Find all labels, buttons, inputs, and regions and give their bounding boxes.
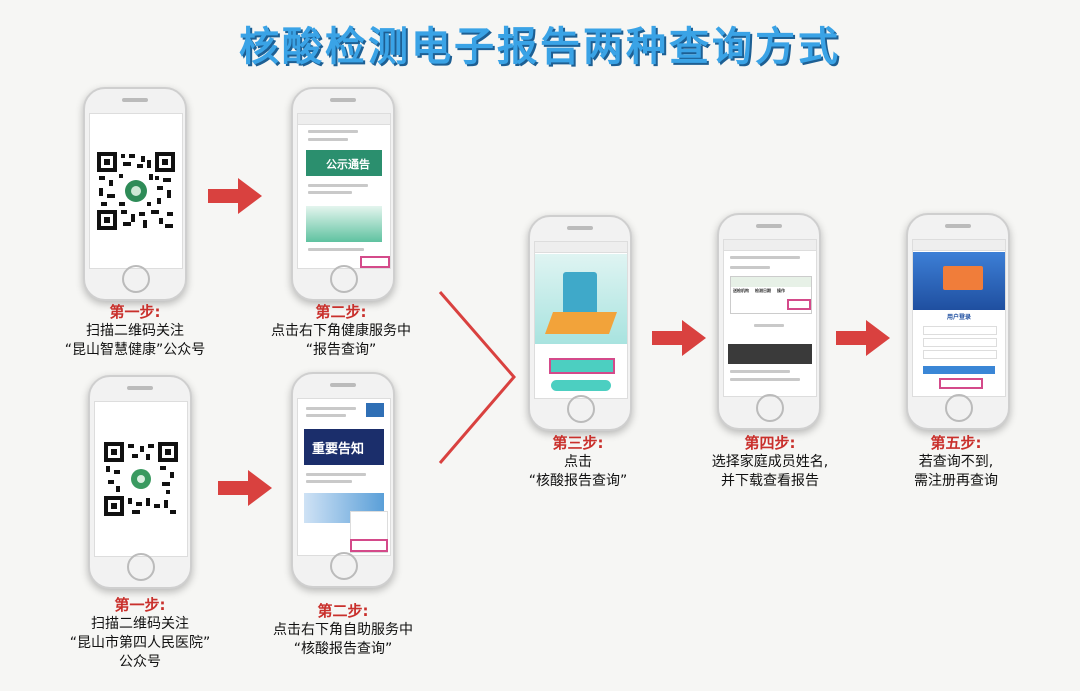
column-header: 操作 bbox=[777, 288, 785, 293]
step-caption-4: 第四步: 选择家庭成员姓名, 并下载查看报告 bbox=[711, 434, 829, 489]
column-header: 检测日期 bbox=[755, 288, 771, 293]
step-caption-row2-2: 第二步: 点击右下角自助服务中 “核酸报告查询” bbox=[273, 602, 413, 657]
step-caption-3: 第三步: 点击 “核酸报告查询” bbox=[528, 434, 628, 489]
qr-screen-2 bbox=[94, 401, 188, 557]
health-service-screen: 公示通告 bbox=[297, 113, 391, 269]
notice-banner-text: 公示通告 bbox=[326, 158, 370, 171]
chevron-right-icon bbox=[438, 291, 516, 464]
phone-self-service: 重要告知 bbox=[291, 372, 395, 588]
step4-screen: 送检机构 检测日期 操作 bbox=[723, 239, 817, 397]
arrow-right-icon bbox=[218, 470, 272, 506]
page-title: 核酸检测电子报告两种查询方式 bbox=[239, 24, 841, 70]
qr-code-icon bbox=[104, 442, 178, 516]
qr-code-icon bbox=[97, 152, 175, 230]
self-service-screen: 重要告知 bbox=[297, 398, 391, 556]
login-title: 用户登录 bbox=[946, 314, 971, 321]
step-caption-row1-2: 第二步: 点击右下角健康服务中 “报告查询” bbox=[271, 303, 411, 358]
qr-screen bbox=[89, 113, 183, 269]
step-caption-5: 第五步: 若查询不到, 需注册再查询 bbox=[914, 434, 998, 489]
phone-qr-zhihui bbox=[83, 87, 187, 301]
important-banner-text: 重要告知 bbox=[312, 442, 365, 457]
step-caption-row1-1: 第一步: 扫描二维码关注 “昆山智慧健康”公众号 bbox=[64, 303, 206, 358]
arrow-right-icon bbox=[836, 320, 890, 356]
arrow-right-icon bbox=[652, 320, 706, 356]
arrow-right-icon bbox=[208, 178, 262, 214]
phone-step3 bbox=[528, 215, 632, 431]
phone-step4: 送检机构 检测日期 操作 bbox=[717, 213, 821, 430]
step5-screen: 用户登录 bbox=[912, 239, 1006, 397]
phone-health-service: 公示通告 bbox=[291, 87, 395, 301]
column-header: 送检机构 bbox=[733, 288, 749, 293]
step3-screen bbox=[534, 241, 628, 399]
phone-qr-hospital bbox=[88, 375, 192, 589]
phone-step5: 用户登录 bbox=[906, 213, 1010, 430]
step-caption-row2-1: 第一步: 扫描二维码关注 “昆山市第四人民医院” 公众号 bbox=[69, 596, 211, 670]
